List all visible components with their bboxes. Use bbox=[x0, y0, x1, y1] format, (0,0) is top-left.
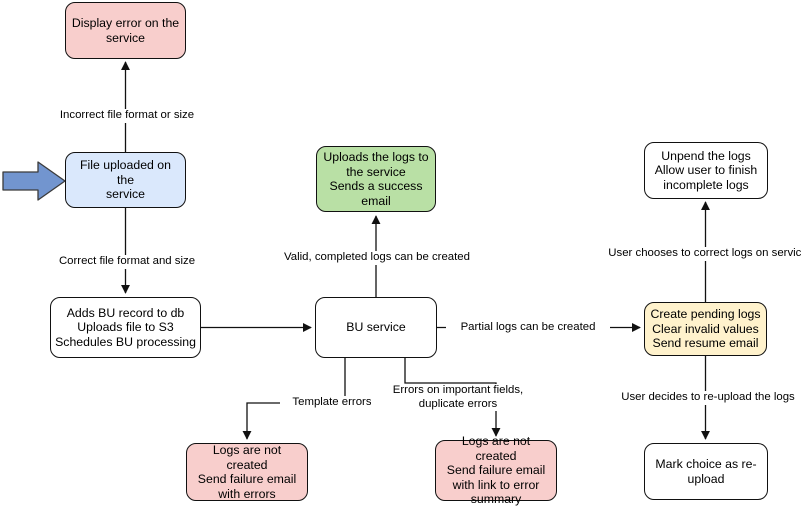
edge-label-incorrect-file-format: Incorrect file format or size bbox=[40, 109, 214, 123]
node-logs-not-created-with-errors[interactable]: Logs are not created Send failure email … bbox=[186, 443, 308, 501]
node-create-pending-logs[interactable]: Create pending logs Clear invalid values… bbox=[644, 302, 767, 356]
edge-label-valid-completed-logs: Valid, completed logs can be created bbox=[260, 251, 494, 265]
node-label: File uploaded on the service bbox=[80, 158, 171, 202]
node-uploads-the-logs[interactable]: Uploads the logs to the service Sends a … bbox=[316, 146, 436, 212]
node-label: Logs are not created Send failure email … bbox=[197, 443, 297, 501]
edge-label-partial-logs: Partial logs can be created bbox=[446, 321, 610, 335]
node-label: Display error on the service bbox=[71, 16, 180, 45]
edge-label-user-decides-to-reupload: User decides to re-upload the logs bbox=[596, 391, 801, 405]
edge-label-template-errors: Template errors bbox=[280, 396, 384, 410]
node-label: Logs are not created Send failure email … bbox=[446, 434, 546, 507]
edge-label-correct-file-format: Correct file format and size bbox=[40, 255, 214, 269]
node-label: Unpend the logs Allow user to finish inc… bbox=[654, 148, 758, 192]
node-label: Adds BU record to db Uploads file to S3 … bbox=[55, 305, 196, 349]
node-mark-choice-as-re-upload[interactable]: Mark choice as re- upload bbox=[644, 443, 768, 500]
node-label: Uploads the logs to the service Sends a … bbox=[323, 150, 429, 208]
node-display-error[interactable]: Display error on the service bbox=[65, 2, 186, 59]
node-label: BU service bbox=[346, 320, 406, 335]
node-label: Create pending logs Clear invalid values… bbox=[650, 307, 761, 351]
node-adds-bu-record[interactable]: Adds BU record to db Uploads file to S3 … bbox=[50, 297, 201, 358]
edge-label-errors-on-important-fields: Errors on important fields, duplicate er… bbox=[371, 384, 545, 412]
node-label: Mark choice as re- upload bbox=[655, 457, 757, 486]
node-bu-service[interactable]: BU service bbox=[315, 297, 437, 358]
edge-label-user-chooses-to-correct: User chooses to correct logs on service bbox=[581, 247, 801, 261]
block-arrow-icon bbox=[2, 161, 66, 201]
node-logs-not-created-error-summary[interactable]: Logs are not created Send failure email … bbox=[435, 434, 557, 506]
node-file-uploaded-on-the-service[interactable]: File uploaded on the service bbox=[65, 152, 186, 208]
node-unpend-the-logs[interactable]: Unpend the logs Allow user to finish inc… bbox=[644, 142, 768, 199]
